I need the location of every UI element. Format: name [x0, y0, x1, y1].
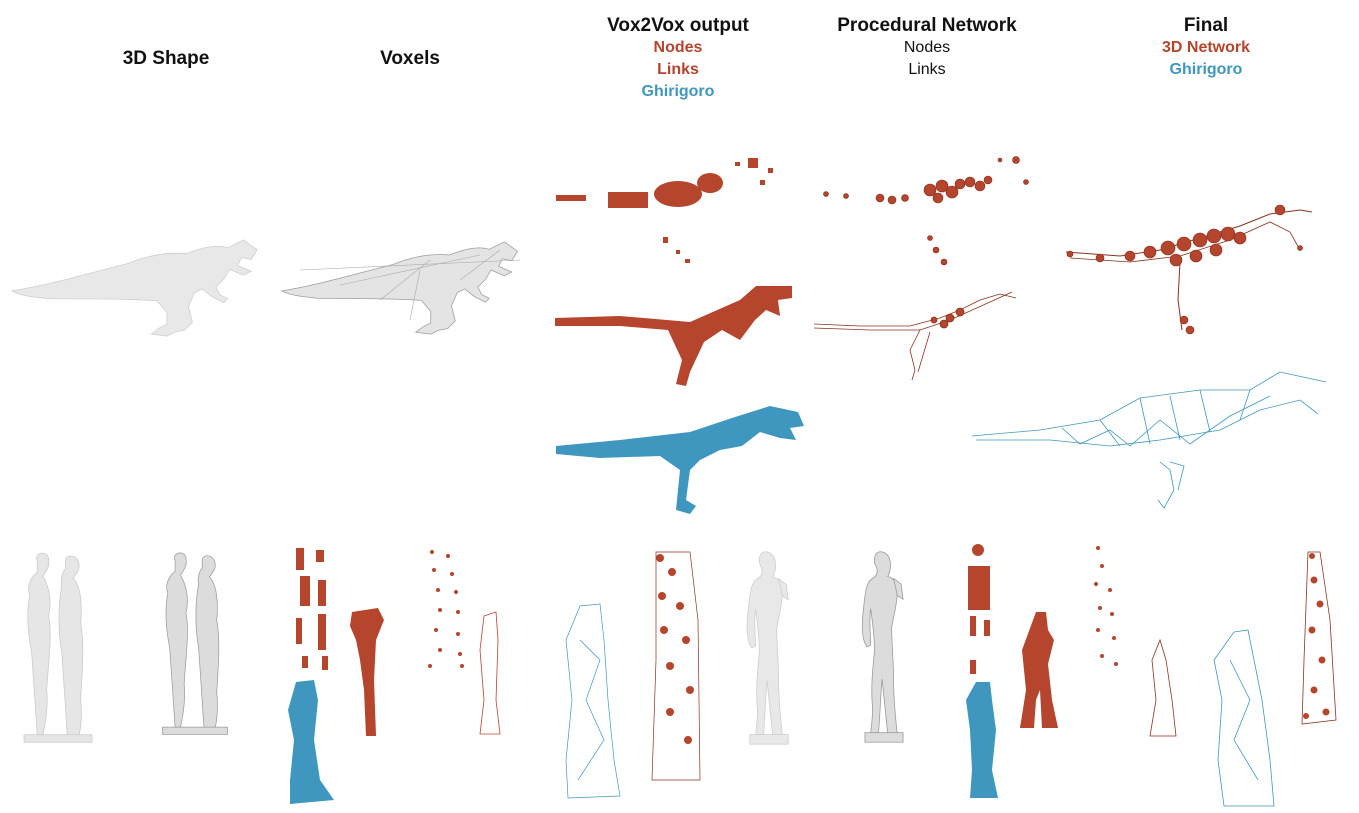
david-vox2vox-links — [1020, 612, 1058, 728]
couple-procedural-links — [480, 612, 500, 734]
david-statue-shape — [747, 552, 788, 744]
couple-procedural-nodes — [428, 550, 464, 668]
david-final-ghirigoro — [1214, 630, 1274, 806]
couple-final-ghirigoro — [566, 604, 620, 798]
trex-voxel-render — [282, 242, 520, 334]
couple-statue-voxels — [162, 553, 227, 734]
final-trex-ghirigoro — [972, 372, 1326, 508]
vox2vox-trex-links — [555, 286, 792, 386]
couple-vox2vox-links — [350, 608, 384, 736]
couple-vox2vox-nodes — [296, 548, 328, 670]
vox2vox-trex-nodes — [556, 158, 773, 263]
procedural-trex-links — [814, 292, 1016, 380]
david-vox2vox-ghirigoro — [966, 682, 998, 798]
david-procedural-links — [1150, 640, 1176, 736]
trex-shape-render — [12, 240, 257, 336]
final-trex-3d-network — [1066, 205, 1312, 334]
david-vox2vox-nodes — [968, 544, 990, 674]
david-procedural-nodes — [1094, 546, 1118, 666]
david-final-3d-network — [1302, 552, 1336, 724]
procedural-trex-nodes — [824, 157, 1029, 266]
vox2vox-trex-ghirigoro — [556, 406, 804, 514]
couple-vox2vox-ghirigoro — [288, 680, 334, 804]
david-statue-voxels — [862, 552, 903, 742]
couple-statue-shape — [24, 553, 92, 742]
couple-final-3d-network — [652, 552, 700, 780]
